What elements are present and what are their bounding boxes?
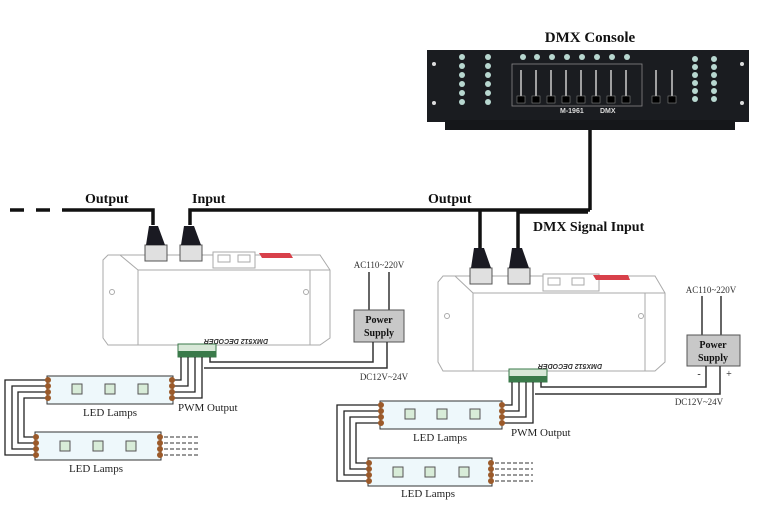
power-supply-left-line2: Supply: [364, 328, 394, 339]
power-supply-left: [204, 272, 405, 369]
power-supply-right-line2: Supply: [698, 353, 728, 364]
led-strip-right-2: [366, 457, 533, 487]
led-strip-left-2: [33, 431, 200, 461]
led-lamps-label-right-2: LED Lamps: [401, 488, 455, 500]
decoder-left: [102, 226, 331, 358]
led-lamps-label-left-2: LED Lamps: [69, 463, 123, 475]
led-wiring-right: [336, 382, 534, 482]
ac-label-left: AC110~220V: [354, 260, 405, 270]
dmx-console: M-1961 DMX: [427, 50, 749, 130]
ac-label-right: AC110~220V: [686, 285, 737, 295]
led-lamps-label-left-1: LED Lamps: [83, 407, 137, 419]
power-supply-right-line1: Power: [699, 340, 727, 351]
led-strip-right-1: [378, 400, 505, 430]
plus-label: +: [726, 369, 732, 380]
power-supply-left-line1: Power: [365, 315, 393, 326]
console-model-text: M-1961: [560, 108, 584, 115]
led-strip-left-1: [45, 375, 175, 405]
label-input-left: Input: [192, 192, 226, 207]
dc-label-left: DC12V~24V: [360, 372, 409, 382]
decoder-right: [437, 248, 666, 383]
label-dmx-signal-input: DMX Signal Input: [533, 220, 645, 235]
decoder-left-label: DMX512 DECODER: [204, 337, 268, 344]
console-dmx-text: DMX: [600, 108, 616, 115]
decoder-right-label: DMX512 DECODER: [538, 362, 602, 369]
label-output-right: Output: [428, 192, 472, 207]
dc-label-right: DC12V~24V: [675, 397, 724, 407]
minus-label: -: [697, 369, 700, 380]
pwm-output-label-left: PWM Output: [178, 402, 238, 414]
led-lamps-label-right-1: LED Lamps: [413, 432, 467, 444]
led-wiring-left: [4, 357, 203, 456]
power-supply-right: [535, 296, 741, 395]
dmx-cables: [10, 130, 592, 248]
console-title: DMX Console: [545, 30, 636, 46]
pwm-output-label-right: PWM Output: [511, 427, 571, 439]
label-output-left: Output: [85, 192, 129, 207]
